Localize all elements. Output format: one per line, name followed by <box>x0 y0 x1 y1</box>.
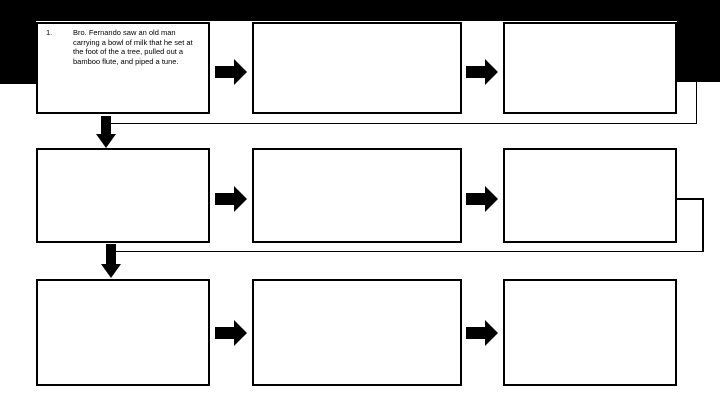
connector-row2-vertical <box>702 198 704 252</box>
header-band-left-block <box>0 0 36 84</box>
connector-row2-exit <box>677 198 703 200</box>
header-band-top <box>0 0 720 21</box>
sequence-box-1-number: 1. <box>46 28 53 37</box>
connector-row1-vertical <box>695 82 697 124</box>
sequence-box-3-content <box>505 24 675 28</box>
down-arrow-icon <box>96 116 116 148</box>
sequence-box-2[interactable] <box>252 22 462 114</box>
right-arrow-icon <box>215 186 247 212</box>
right-arrow-icon <box>466 59 498 85</box>
sequence-box-9-content <box>505 281 675 285</box>
sequence-box-1-text: Bro. Fernando saw an old man carrying a … <box>73 28 193 66</box>
sequence-box-6[interactable] <box>503 148 677 243</box>
sequence-box-8[interactable] <box>252 279 462 386</box>
connector-row2-horizontal <box>116 250 703 252</box>
sequence-box-7[interactable] <box>36 279 210 386</box>
sequence-box-9[interactable] <box>503 279 677 386</box>
sequence-box-1-content: 1. Bro. Fernando saw an old man carrying… <box>38 24 208 66</box>
sequence-box-3[interactable] <box>503 22 677 114</box>
header-band-right-block <box>677 0 720 82</box>
down-arrow-icon <box>101 244 121 278</box>
right-arrow-icon <box>215 59 247 85</box>
right-arrow-icon <box>466 320 498 346</box>
right-arrow-icon <box>466 186 498 212</box>
sequence-box-5-content <box>254 150 460 154</box>
sequence-box-5[interactable] <box>252 148 462 243</box>
sequence-box-1[interactable]: 1. Bro. Fernando saw an old man carrying… <box>36 22 210 114</box>
sequence-box-4[interactable] <box>36 148 210 243</box>
sequence-box-7-content <box>38 281 208 285</box>
sequence-box-4-content <box>38 150 208 154</box>
sequence-box-2-content <box>254 24 460 28</box>
connector-row1-horizontal <box>111 122 697 124</box>
right-arrow-icon <box>215 320 247 346</box>
sequence-box-8-content <box>254 281 460 285</box>
sequence-box-6-content <box>505 150 675 154</box>
